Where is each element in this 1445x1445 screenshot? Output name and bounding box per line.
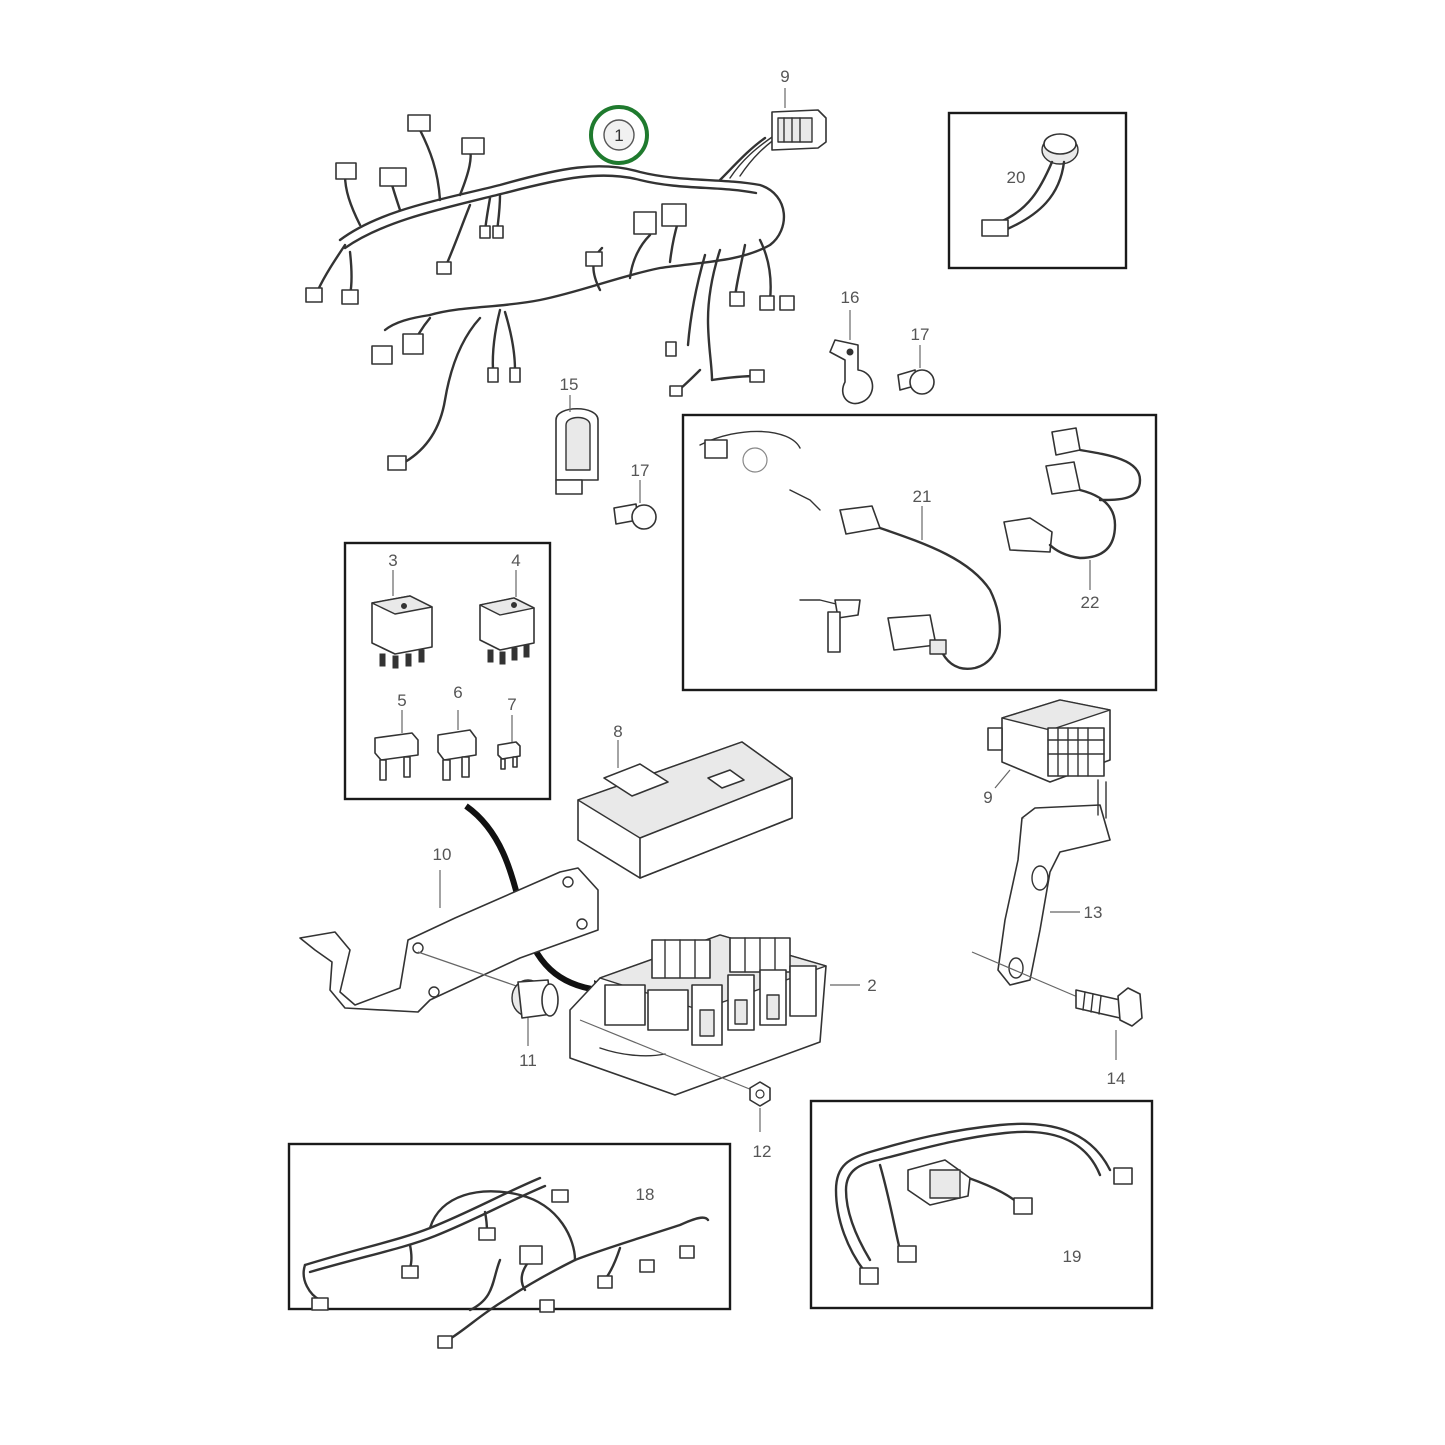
callout-13: 13 (1084, 903, 1103, 922)
clip-16: 16 (829, 288, 874, 405)
bolt-14: 14 (971, 951, 1143, 1088)
bolt-17-upper: 17 (897, 325, 935, 395)
fuse-box-2: 2 (569, 934, 877, 1096)
connector-plug (492, 225, 504, 239)
connector-plug (779, 295, 795, 311)
bolt-17-lower: 17 (613, 461, 657, 530)
callout-1: 1 (614, 126, 623, 145)
callout-21: 21 (913, 487, 932, 506)
callout-20: 20 (1007, 168, 1026, 187)
callout-2: 2 (867, 976, 876, 995)
part-18-box: 18 (287, 1142, 732, 1349)
bracket-10: 10 (299, 845, 599, 1013)
connector-plug (665, 341, 677, 357)
part-20-box: 20 (947, 111, 1128, 270)
connector-plug (479, 225, 491, 239)
connector-plug (379, 167, 407, 187)
connector-plug (661, 203, 687, 227)
connector-plug (407, 114, 431, 132)
connector-plug (461, 137, 485, 155)
callout-5: 5 (397, 691, 406, 710)
part-19-box: 19 (809, 1099, 1154, 1310)
callout-12: 12 (753, 1142, 772, 1161)
callout-3: 3 (388, 551, 397, 570)
bracket-13: 13 (997, 779, 1111, 986)
connector-plug (387, 455, 407, 471)
callout-1-highlight: 1 (589, 105, 649, 165)
part-21-22-box: 21 22 (681, 413, 1158, 692)
callout-6: 6 (453, 683, 462, 702)
callout-10: 10 (433, 845, 452, 864)
relays-fuses-box: 3 4 5 6 7 (343, 541, 552, 801)
connector-plug (669, 385, 683, 397)
connector-plug (759, 295, 775, 311)
connector-plug (371, 345, 393, 365)
callout-16: 16 (841, 288, 860, 307)
connector-9-top (771, 88, 827, 151)
connector-plug (509, 367, 521, 383)
callout-19: 19 (1063, 1247, 1082, 1266)
rubber-mount-11: 11 (417, 951, 559, 1070)
nut-12: 12 (579, 1019, 772, 1161)
connector-plug (749, 369, 765, 383)
callout-14: 14 (1107, 1069, 1126, 1088)
callout-9-top: 9 (780, 67, 789, 86)
connector-plug (633, 211, 657, 235)
connector-plug (335, 162, 357, 180)
connector-9-bottom: 9 (983, 699, 1111, 807)
callout-17-b: 17 (631, 461, 650, 480)
connector-plug (305, 287, 323, 303)
harness-connectors (305, 114, 795, 471)
callout-9-bottom: 9 (983, 788, 992, 807)
connector-plug (436, 261, 452, 275)
holder-15: 15 (555, 375, 599, 495)
callout-8: 8 (613, 722, 622, 741)
callout-22: 22 (1081, 593, 1100, 612)
callout-18: 18 (636, 1185, 655, 1204)
control-module-8: 8 (577, 722, 793, 879)
connector-plug (487, 367, 499, 383)
callout-4: 4 (511, 551, 520, 570)
callout-7: 7 (507, 695, 516, 714)
connector-plug (729, 291, 745, 307)
connector-plug (341, 289, 359, 305)
callout-11: 11 (519, 1051, 537, 1070)
callout-15: 15 (560, 375, 579, 394)
connector-plug (402, 333, 424, 355)
callout-17-a: 17 (911, 325, 930, 344)
connector-plug (585, 251, 603, 267)
